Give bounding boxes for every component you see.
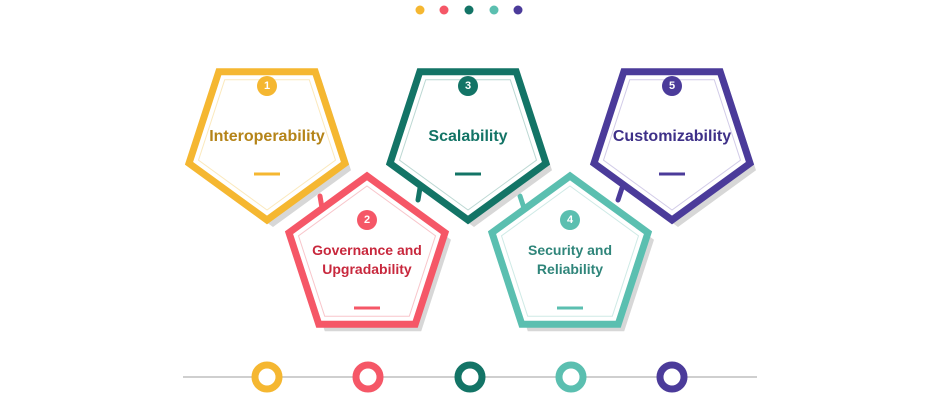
- timeline-ring-1: [251, 361, 283, 393]
- step-label-5: Customizability: [612, 127, 732, 145]
- pentagon-5: [589, 68, 755, 225]
- step-number-5: 5: [662, 76, 682, 96]
- step-number-2: 2: [357, 210, 377, 230]
- timeline-ring-2: [352, 361, 384, 393]
- pentagon-inner-2: [297, 185, 437, 317]
- pentagon-4: [487, 171, 653, 328]
- step-number-4: 4: [560, 210, 580, 230]
- pentagon-3: [385, 68, 551, 225]
- pentagon-1: [184, 68, 350, 225]
- top-dot-3: [464, 5, 474, 15]
- top-dot-4: [489, 5, 499, 15]
- timeline-ring-4: [555, 361, 587, 393]
- pentagon-inner-4: [500, 185, 640, 317]
- pentagon-2: [284, 171, 450, 328]
- timeline-ring-3: [454, 361, 486, 393]
- timeline-ring-5: [656, 361, 688, 393]
- top-dot-2: [439, 5, 449, 15]
- step-number-3: 3: [458, 76, 478, 96]
- step-label-1: Interoperability: [209, 127, 325, 145]
- top-dot-5: [513, 5, 523, 15]
- connector-4: [615, 185, 625, 203]
- connector-2: [415, 185, 423, 203]
- step-label-3: Scalability: [428, 127, 508, 145]
- top-dot-1: [415, 5, 425, 15]
- step-number-1: 1: [257, 76, 277, 96]
- step-label-2: Governance and Upgradability: [312, 242, 422, 277]
- step-label-4: Security and Reliability: [527, 242, 613, 277]
